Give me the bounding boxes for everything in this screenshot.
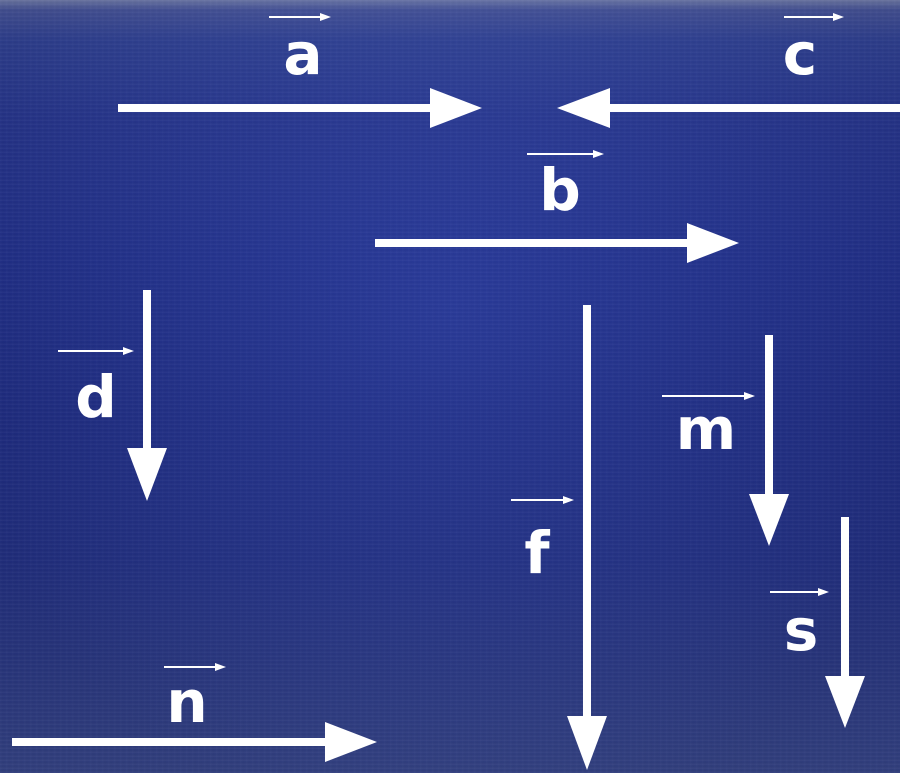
- vector-n: n: [12, 663, 377, 762]
- vector-a-notation-arrowhead: [320, 13, 331, 21]
- vector-s-notation-arrowhead: [818, 588, 829, 596]
- vector-c-notation-arrowhead: [833, 13, 844, 21]
- vector-a-arrowhead: [430, 88, 482, 128]
- vector-a: a: [118, 13, 482, 128]
- vector-b-notation-arrowhead: [593, 150, 604, 158]
- vector-n-arrowhead: [325, 722, 377, 762]
- vector-d: d: [58, 290, 167, 501]
- vector-b: b: [375, 150, 739, 263]
- vector-f-arrowhead: [567, 716, 607, 770]
- vector-m-notation-arrowhead: [744, 392, 755, 400]
- vector-s-arrowhead: [825, 676, 865, 728]
- vector-m-label: m: [676, 395, 736, 463]
- vector-c-arrowhead: [557, 88, 610, 128]
- vector-n-notation-arrowhead: [215, 663, 226, 671]
- vector-a-label: a: [283, 20, 322, 88]
- vector-d-notation-arrowhead: [123, 347, 134, 355]
- vector-s: s: [770, 517, 865, 728]
- vector-b-label: b: [539, 156, 581, 224]
- vector-f-label: f: [524, 519, 550, 587]
- vector-d-arrowhead: [127, 448, 167, 501]
- vector-c: c: [557, 13, 900, 128]
- vector-f: f: [511, 305, 607, 770]
- vector-s-label: s: [784, 596, 819, 664]
- vector-f-notation-arrowhead: [563, 496, 574, 504]
- vector-d-label: d: [75, 363, 117, 431]
- vector-c-label: c: [783, 20, 817, 88]
- vector-n-label: n: [166, 668, 207, 736]
- vector-m: m: [662, 335, 789, 546]
- vector-b-arrowhead: [687, 223, 739, 263]
- vector-m-arrowhead: [749, 494, 789, 546]
